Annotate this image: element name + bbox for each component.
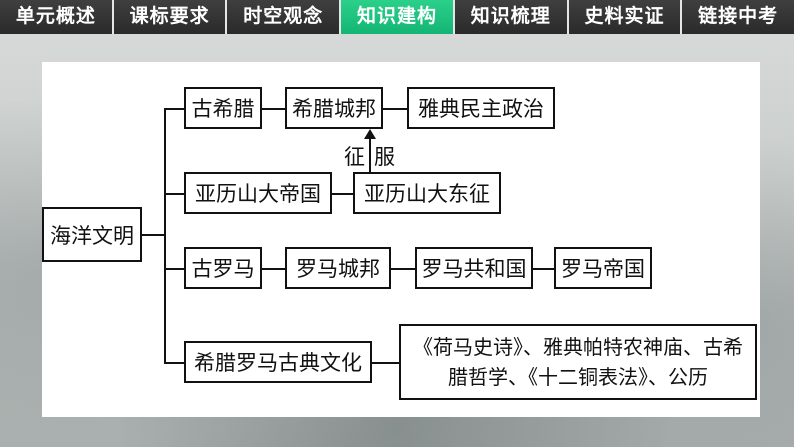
branch4-connector (164, 362, 184, 364)
conquest-arrow-head (364, 129, 376, 139)
tab-curriculum-requirements[interactable]: 课标要求 (113, 0, 228, 34)
connector (262, 268, 285, 270)
node-classical-culture: 希腊罗马古典文化 (184, 341, 372, 383)
node-label: 希腊罗马古典文化 (194, 351, 362, 375)
node-label: 亚历山大帝国 (195, 182, 321, 206)
conquest-label-right: 服 (374, 145, 395, 169)
node-athenian-democracy: 雅典民主政治 (407, 87, 555, 129)
tab-knowledge-construction[interactable]: 知识建构 (341, 0, 455, 34)
node-greek-city-state: 希腊城邦 (285, 87, 383, 129)
tab-time-space-concept[interactable]: 时空观念 (227, 0, 342, 34)
node-label: 《荷马史诗》、雅典帕特农神庙、古希腊哲学、《十二铜表法》、公历 (413, 335, 743, 389)
node-label: 古罗马 (191, 257, 255, 281)
connector (372, 362, 399, 364)
node-label: 罗马共和国 (421, 257, 527, 281)
tab-knowledge-review[interactable]: 知识梳理 (454, 0, 569, 34)
tab-unit-overview[interactable]: 单元概述 (0, 0, 114, 34)
node-label: 亚历山大东征 (364, 182, 490, 206)
node-roman-empire: 罗马帝国 (554, 247, 652, 289)
trunk-line (164, 108, 166, 362)
branch3-connector (164, 268, 184, 270)
node-ancient-rome: 古罗马 (184, 247, 262, 289)
tab-bar: 单元概述 课标要求 时空观念 知识建构 知识梳理 史料实证 链接中考 (0, 0, 794, 34)
conquest-arrow-shaft (369, 137, 371, 173)
connector (391, 268, 415, 270)
node-label: 雅典民主政治 (418, 97, 544, 121)
node-roman-city-state: 罗马城邦 (285, 247, 391, 289)
node-roman-republic: 罗马共和国 (415, 247, 533, 289)
node-label: 古希腊 (191, 97, 255, 121)
branch2-connector (164, 193, 184, 195)
node-ancient-greece: 古希腊 (184, 87, 262, 129)
connector (332, 193, 353, 195)
tab-historical-evidence[interactable]: 史料实证 (568, 0, 683, 34)
connector (262, 108, 285, 110)
root-connector (141, 234, 165, 236)
root-node: 海洋文明 (42, 207, 142, 262)
node-label: 希腊城邦 (292, 97, 376, 121)
root-label: 海洋文明 (50, 223, 134, 248)
node-alexander-eastern-expedition: 亚历山大东征 (353, 172, 501, 214)
node-alexander-empire: 亚历山大帝国 (184, 172, 332, 214)
node-cultural-achievements: 《荷马史诗》、雅典帕特农神庙、古希腊哲学、《十二铜表法》、公历 (399, 324, 757, 400)
node-label: 罗马帝国 (561, 257, 645, 281)
branch1-connector (164, 108, 184, 110)
conquest-label-left: 征 (344, 145, 365, 169)
diagram-panel: 海洋文明 古希腊 希腊城邦 雅典民主政治 征 服 亚历山大帝国 亚历山大东征 古… (42, 62, 760, 417)
connector (533, 268, 554, 270)
node-label: 罗马城邦 (296, 257, 380, 281)
tab-exam-link[interactable]: 链接中考 (682, 0, 794, 34)
connector (383, 108, 407, 110)
